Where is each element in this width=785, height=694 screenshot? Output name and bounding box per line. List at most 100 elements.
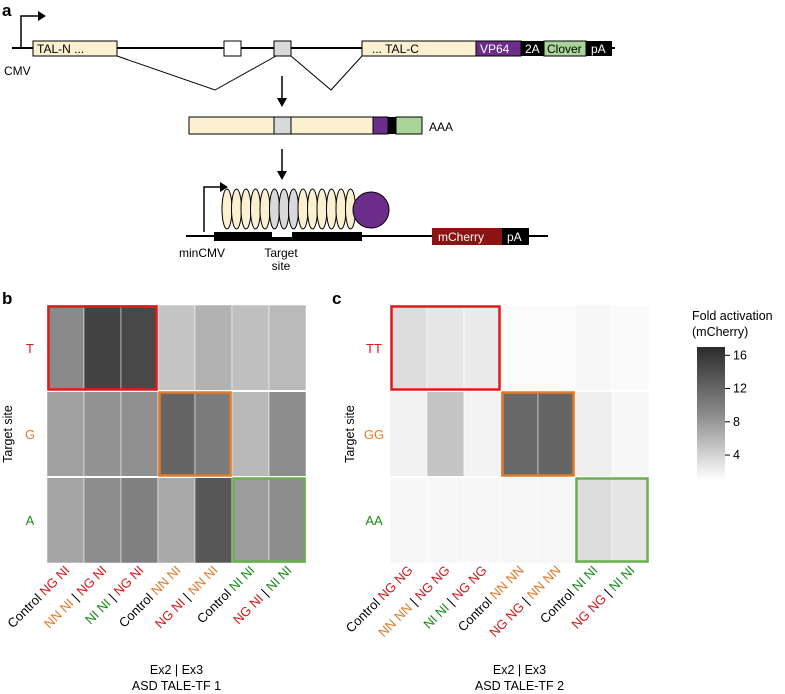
heatmap-cell [574, 304, 613, 392]
legend-tick-label: 12 [733, 382, 747, 396]
splice-line-1 [116, 55, 277, 91]
tale-repeat [288, 188, 299, 230]
cmv-label: CMV [4, 64, 31, 78]
column-label-part: NI NI [569, 563, 601, 595]
heatmap-cell [157, 390, 196, 478]
column-label-part: NN NI [148, 563, 184, 599]
highlight-box [232, 477, 306, 563]
tale-repeats [221, 188, 356, 230]
mcherry-label: mCherry [438, 230, 484, 244]
heatmap-cell [231, 304, 270, 392]
legend-tick-label: 8 [733, 415, 740, 429]
vp64-label: VP64 [480, 42, 510, 56]
tale-repeat [259, 188, 271, 230]
mincmv-arrowhead [220, 182, 228, 192]
heatmap-cell [574, 390, 613, 478]
target-site-marker [272, 232, 292, 237]
heatmap-cell [500, 304, 539, 392]
row-label: T [26, 341, 34, 356]
pa2-label: pA [507, 230, 522, 244]
tale-repeat [316, 188, 328, 230]
t2a-label: 2A [525, 42, 540, 56]
tal-n-label: TAL-N ... [37, 42, 84, 56]
heatmap-cell [463, 476, 502, 564]
tale-repeat [221, 188, 233, 230]
heatmap-cell [389, 304, 428, 392]
legend-tick-label: 4 [733, 448, 740, 462]
heatmap-cell [389, 476, 428, 564]
clover-label: Clover [547, 42, 582, 56]
heatmap-cell [120, 304, 159, 392]
legend-colorbar [697, 347, 725, 480]
heatmap-cell [46, 304, 85, 392]
heatmap-cell [426, 304, 465, 392]
legend-tick-label: 16 [733, 348, 747, 362]
legend-title-1: Fold activation [692, 309, 773, 323]
panel-label-a: a [2, 1, 12, 20]
mrna-clover [395, 116, 423, 135]
heatmap-cell [463, 390, 502, 478]
heatmap-cell [537, 304, 576, 392]
row-label: TT [366, 341, 382, 356]
pa2-block [502, 228, 529, 245]
panel-label-b: b [2, 289, 12, 308]
legend-title-2: (mCherry) [692, 325, 748, 339]
heatmap-cell [268, 304, 307, 392]
heatmap-cell [157, 304, 196, 392]
heatmap-cell [231, 476, 270, 564]
t2a-block [521, 41, 544, 56]
y-axis-label: Target site [1, 405, 15, 463]
heatmap-cell [194, 476, 233, 564]
vp64-domain-circle [352, 191, 390, 229]
heatmap-cell [120, 476, 159, 564]
mrna-polya-label: AAA [429, 120, 453, 134]
arrow-2-head [277, 171, 287, 180]
highlight-box [390, 305, 501, 391]
tale-repeat [335, 188, 347, 230]
tale-repeat [278, 188, 290, 230]
x-axis-label-1: Ex2 | Ex3 [493, 663, 546, 677]
tale-repeat [250, 188, 261, 230]
heatmap-cell [537, 390, 576, 478]
row-label: AA [365, 513, 383, 528]
heatmap-cell [157, 476, 196, 564]
tal-n-block [32, 40, 118, 57]
heatmap-cell [426, 476, 465, 564]
tale-repeat [269, 188, 280, 230]
heatmap-cell [194, 304, 233, 392]
highlight-box [501, 391, 575, 477]
heatmap-cell [389, 390, 428, 478]
mrna-2a [388, 117, 396, 134]
heatmap-cell [83, 476, 122, 564]
heatmap-cell [574, 476, 613, 564]
heatmap-cell [463, 304, 502, 392]
mincmv-promoter-arrow [203, 186, 220, 232]
x-axis-label-1: Ex2 | Ex3 [150, 663, 203, 677]
tale-repeat [240, 188, 252, 230]
heatmap-cell [611, 304, 650, 392]
x-axis-label-2: ASD TALE-TF 1 [132, 679, 221, 693]
tale-repeat [307, 188, 318, 230]
mrna-exon3 [273, 116, 292, 135]
mcherry-block [432, 228, 502, 245]
heatmap-cell [46, 476, 85, 564]
heatmap-cell [120, 390, 159, 478]
tale-repeat [231, 188, 242, 230]
target-site-label-2: site [272, 259, 291, 273]
arrow-1-head [277, 98, 287, 107]
row-label: A [26, 513, 35, 528]
y-axis-label: Target site [343, 405, 357, 463]
x-axis-label-2: ASD TALE-TF 2 [475, 679, 564, 693]
mrna-vp64 [372, 116, 389, 135]
column-label-part: NI NI [263, 563, 295, 595]
color-legend: Fold activation (mCherry) 16 12 8 4 [692, 309, 773, 480]
column-label: Control NG NI [4, 563, 72, 631]
heatmap-cell [611, 390, 650, 478]
panel-label-c: c [332, 289, 341, 308]
target-site-label-1: Target [264, 246, 298, 260]
heatmap-cell [194, 390, 233, 478]
highlight-box [158, 391, 232, 477]
